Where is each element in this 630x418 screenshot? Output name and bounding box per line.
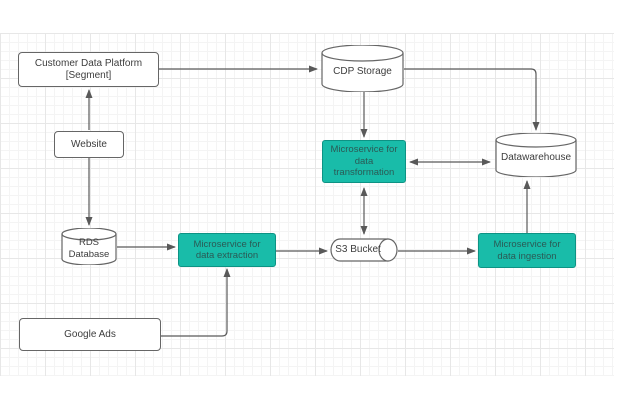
node-datawarehouse[interactable]: Datawarehouse bbox=[495, 133, 577, 177]
cylinder-shape bbox=[321, 45, 404, 92]
node-microservice-extraction[interactable]: Microservice for data extraction bbox=[178, 233, 276, 267]
node-website-label: Website bbox=[71, 138, 107, 150]
node-website[interactable]: Website bbox=[54, 131, 124, 158]
node-rds-database[interactable]: RDS Database bbox=[61, 228, 117, 265]
node-datawarehouse-label: Datawarehouse bbox=[500, 152, 572, 163]
node-microservice-transformation-label: Microservice for data transformation bbox=[330, 144, 398, 179]
node-microservice-ingestion[interactable]: Microservice for data ingestion bbox=[478, 233, 576, 268]
node-microservice-extraction-label: Microservice for data extraction bbox=[193, 238, 261, 261]
node-cdp-storage[interactable]: CDP Storage bbox=[321, 45, 404, 92]
node-rds-database-label: RDS Database bbox=[68, 237, 110, 260]
edge-google-ads-to-extraction[interactable] bbox=[161, 268, 231, 337]
node-s3-bucket-label: S3 Bucket bbox=[335, 244, 381, 255]
cylinder-shape bbox=[495, 133, 577, 177]
node-cdp-platform-label: Customer Data Platform [Segment] bbox=[34, 57, 143, 81]
node-microservice-ingestion-label: Microservice for data ingestion bbox=[493, 239, 561, 262]
node-cdp-storage-label: CDP Storage bbox=[333, 65, 392, 77]
node-s3-bucket[interactable]: S3 Bucket bbox=[330, 238, 398, 262]
node-google-ads[interactable]: Google Ads bbox=[19, 318, 161, 351]
node-microservice-transformation[interactable]: Microservice for data transformation bbox=[322, 140, 406, 183]
node-google-ads-label: Google Ads bbox=[64, 328, 116, 340]
horizontal-cylinder-shape bbox=[330, 238, 398, 262]
node-cdp-platform[interactable]: Customer Data Platform [Segment] bbox=[18, 52, 159, 87]
edge-cdp-storage-to-datawarehouse[interactable] bbox=[404, 68, 540, 131]
cylinder-shape bbox=[61, 228, 117, 265]
